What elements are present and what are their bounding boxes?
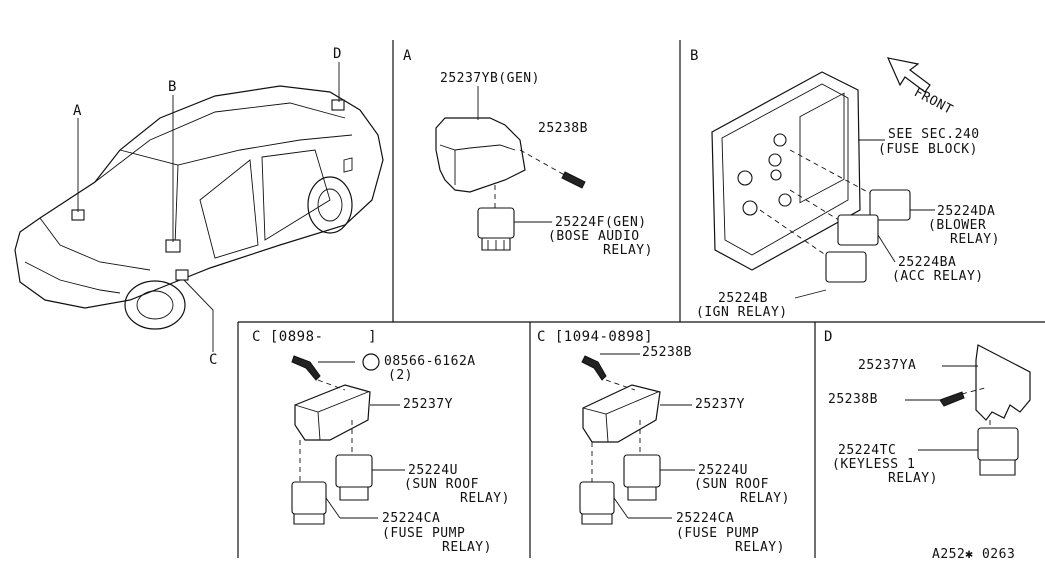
label-a-relay-code: 25224F(GEN) [555,215,647,230]
panel-b-drawing [711,57,935,299]
label-b-da-name1: (BLOWER [928,218,987,233]
label-b-fuse-block: (FUSE BLOCK) [878,142,978,157]
label-c1-u-name2: RELAY) [460,491,510,506]
label-d-tc-code: 25224TC [838,443,897,458]
label-c2-ca-name1: (FUSE PUMP [676,526,760,541]
callout-b: B [168,79,177,95]
label-c1-u-code: 25224U [408,463,458,478]
label-d-tc-name1: (KEYLESS 1 [832,457,916,472]
panel-d-title: D [824,329,833,345]
label-a-bolt: 25238B [538,121,588,136]
label-c1-screw-code: 08566-6162A [384,354,476,369]
label-d-bracket: 25237YA [858,358,917,373]
label-d-bolt: 25238B [828,392,878,407]
panel-a-drawing [435,86,586,251]
label-c1-ca-name1: (FUSE PUMP [382,526,466,541]
label-c2-bolt: 25238B [642,345,692,360]
label-c2-ca-code: 25224CA [676,511,735,526]
label-c2-ca-name2: RELAY) [735,540,785,555]
label-b-b-code: 25224B [718,291,768,306]
callout-d: D [333,46,342,62]
label-b-b-name: (IGN RELAY) [696,305,788,320]
panel-a-title: A [403,48,412,64]
panel-c1-title: C [0898- ] [252,329,378,345]
label-c1-u-name1: (SUN ROOF [404,477,479,492]
label-c2-u-code: 25224U [698,463,748,478]
label-b-see-sec: SEE SEC.240 [888,127,980,142]
panel-c1-drawing [291,355,405,525]
label-b-da-name2: RELAY) [950,232,1000,247]
label-c1-ca-name2: RELAY) [442,540,492,555]
label-a-bracket: 25237YB(GEN) [440,71,540,86]
panel-d-drawing [905,344,1031,476]
panel-b-title: B [690,48,699,64]
label-b-da-code: 25224DA [937,204,996,219]
label-a-relay-name2: RELAY) [603,243,653,258]
panel-c2-title: C [1094-0898] [537,329,654,345]
panel-dividers [237,40,1045,558]
callout-c: C [209,352,218,368]
label-d-tc-name2: RELAY) [888,471,938,486]
label-c2-u-name2: RELAY) [740,491,790,506]
label-b-ba-name: (ACC RELAY) [892,269,984,284]
label-c1-ca-code: 25224CA [382,511,441,526]
diagram-reference-code: A252✱ 0263 [932,547,1016,562]
label-c2-u-name1: (SUN ROOF [694,477,769,492]
panel-c2-drawing [579,353,695,525]
label-c1-screw-qty: (2) [388,368,413,383]
car-illustration [14,62,384,352]
standard-part-symbol [362,353,380,371]
label-a-relay-name1: (BOSE AUDIO [548,229,640,244]
callout-a: A [73,103,82,119]
label-b-ba-code: 25224BA [898,255,957,270]
label-c1-bracket: 25237Y [403,397,453,412]
label-c2-bracket: 25237Y [695,397,745,412]
